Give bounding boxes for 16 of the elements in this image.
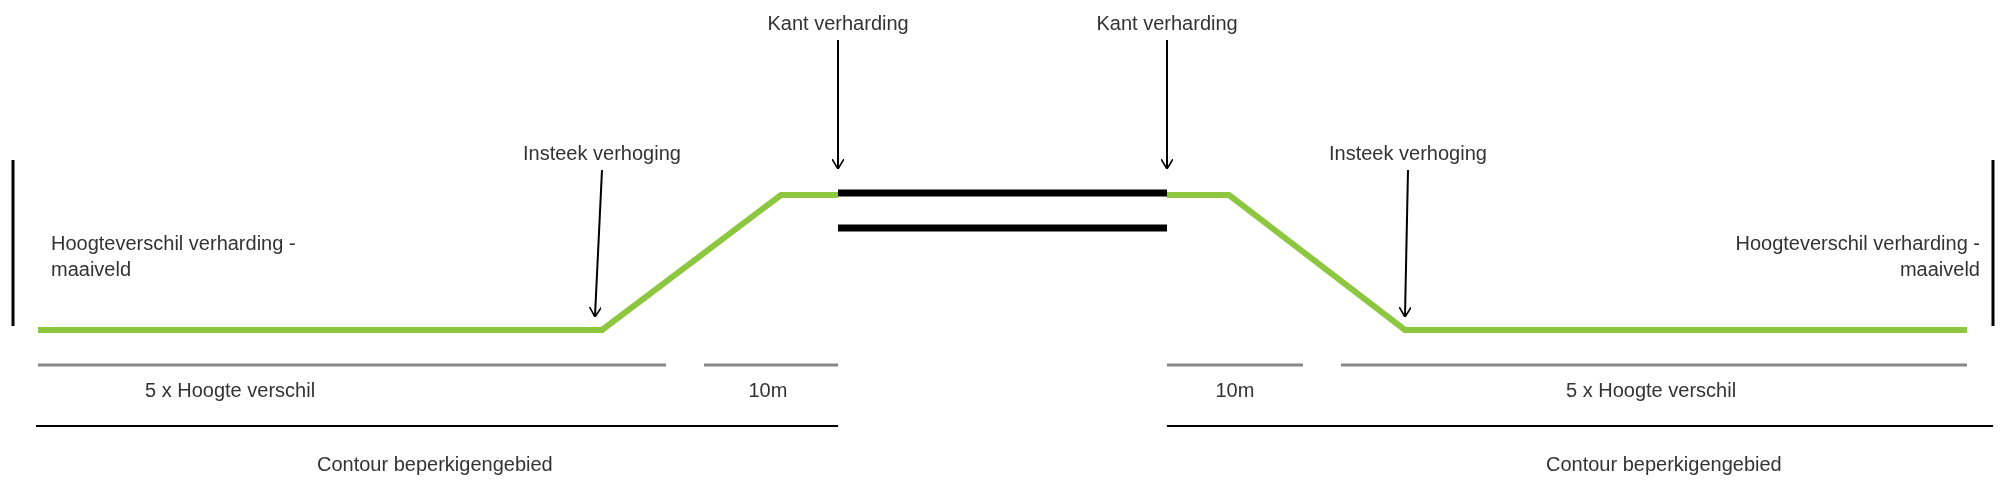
leader-label: Insteek verhoging: [1329, 140, 1487, 166]
dimension-label: Contour beperkigengebied: [317, 452, 553, 477]
leader-arrow: [1398, 169, 1412, 318]
dimension-label: 5 x Hoogte verschil: [1566, 378, 1737, 403]
leader-label: Kant verharding: [767, 10, 909, 36]
leader-arrow: [588, 169, 603, 318]
dimension-label: 10m: [748, 378, 788, 403]
leader-arrow: [1160, 39, 1174, 170]
leader-label: Kant verharding: [1096, 10, 1238, 36]
height-label: Hoogteverschil verharding - maaiveld: [51, 231, 297, 282]
leader-arrow: [831, 39, 845, 170]
dimension-label: 5 x Hoogte verschil: [145, 378, 316, 403]
dimension-label: 10m: [1215, 378, 1255, 403]
height-label: Hoogteverschil verharding - maaiveld: [1734, 231, 1980, 282]
dimension-label: Contour beperkigengebied: [1546, 452, 1782, 477]
leader-label: Insteek verhoging: [523, 140, 681, 166]
